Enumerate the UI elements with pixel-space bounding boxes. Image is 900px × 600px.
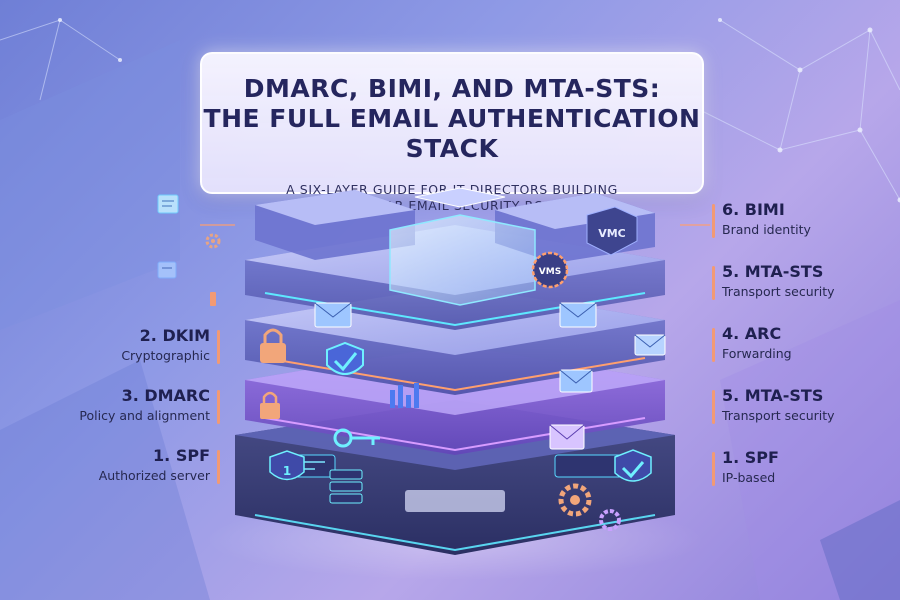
key-icon [333,428,380,448]
label-dmarc-heading: 3. DMARC [121,386,210,405]
server-icon [329,469,363,504]
label-spf-left-sub: Authorized server [98,468,210,483]
label-mta-sts-2-sub: Transport security [722,408,835,423]
shield-check-icon [326,341,364,375]
label-dkim-sub: Cryptographic [121,348,210,363]
label-bimi-heading: 6. BIMI [722,200,785,219]
label-spf-right: 1. SPF IP-based [712,448,872,486]
envelope-icon [634,334,666,356]
lock-icon [260,328,286,363]
envelope-icon [314,302,352,328]
label-arc: 4. ARC Forwarding [712,324,872,362]
label-mta-sts-1-sub: Transport security [722,284,835,299]
title-line-2: THE FULL EMAIL AUTHENTICATION STACK [203,104,701,163]
label-spf-right-sub: IP-based [722,470,776,485]
label-bimi-sub: Brand identity [722,222,811,237]
label-spf-left-heading: 1. SPF [153,446,210,465]
vms-text: VMS [539,267,561,277]
label-arc-sub: Forwarding [722,346,792,361]
envelope-icon [559,302,597,328]
envelope-icon [559,369,593,393]
gear-icon [558,483,621,531]
gear-icon [205,233,221,249]
label-dkim: 2. DKIM Cryptographic [60,326,220,364]
vmc-text: VMC [598,227,626,240]
label-mta-sts-1-heading: 5. MTA-STS [722,262,824,281]
label-arc-heading: 4. ARC [722,324,782,343]
label-bimi: 6. BIMI Brand identity [712,200,872,238]
title-card: DMARC, BIMI, AND MTA-STS: THE FULL EMAIL… [200,52,704,213]
chart-icon [390,383,419,408]
label-spf-right-heading: 1. SPF [722,448,779,467]
auth-stack-illustration: VMC VMS [235,187,675,555]
lock-icon [260,391,280,419]
spf-number: 1 [283,464,291,478]
label-mta-sts-1: 5. MTA-STS Transport security [712,262,872,300]
shield-check-icon [614,449,652,482]
label-dmarc: 3. DMARC Policy and alignment [60,386,220,424]
label-dmarc-sub: Policy and alignment [79,408,210,423]
title-line-1: DMARC, BIMI, AND MTA-STS: [243,74,661,103]
shield-icon: 1 [269,450,305,481]
label-dkim-heading: 2. DKIM [139,326,210,345]
layer-bimi [255,187,655,306]
label-mta-sts-2: 5. MTA-STS Transport security [712,386,872,424]
vmc-badge: VMC [586,206,638,256]
document-icon [157,194,179,214]
envelope-icon [549,424,585,450]
vms-badge: VMS [531,251,569,289]
document-icon [157,261,177,279]
label-mta-sts-2-heading: 5. MTA-STS [722,386,824,405]
label-spf-left: 1. SPF Authorized server [60,446,220,484]
